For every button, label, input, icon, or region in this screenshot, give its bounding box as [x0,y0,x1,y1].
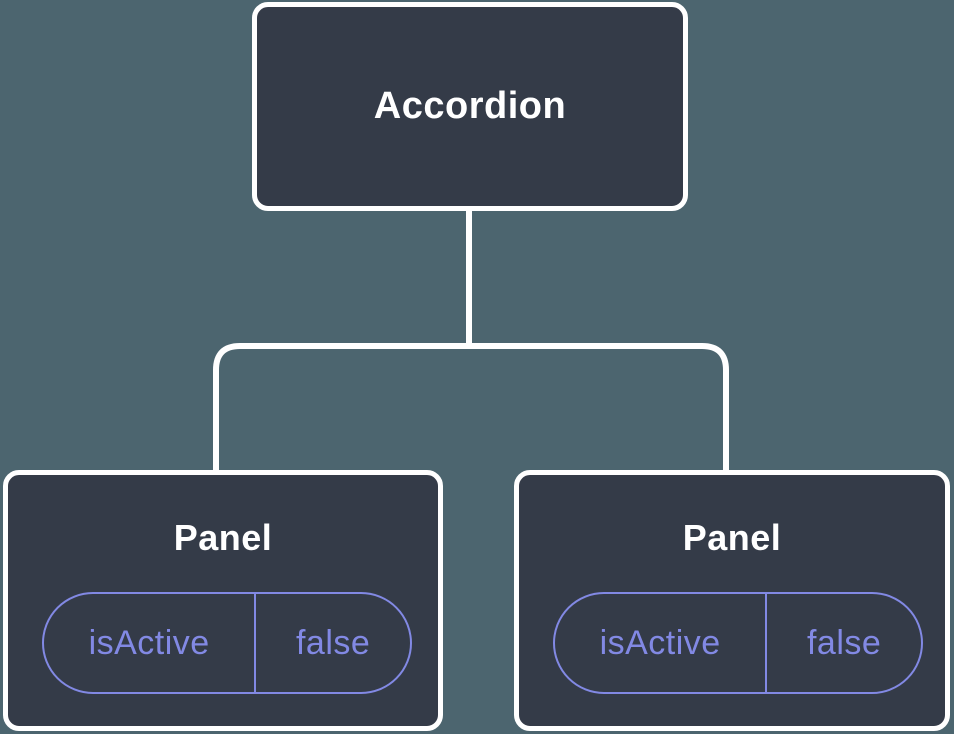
accordion-node-label: Accordion [373,85,567,127]
state-pill: isActive false [42,592,412,694]
panel-node-label: Panel [682,517,782,558]
state-pill: isActive false [553,592,923,694]
panel-node-left: Panel isActive false [3,470,443,731]
panel-node-label: Panel [173,517,273,558]
accordion-node: Accordion [252,2,688,211]
state-key: isActive [44,594,257,692]
branch-bracket-line [213,343,729,472]
state-value: false [295,623,371,662]
panel-node-right: Panel isActive false [514,470,950,731]
state-key: isActive [555,594,768,692]
state-value: false [806,623,882,662]
